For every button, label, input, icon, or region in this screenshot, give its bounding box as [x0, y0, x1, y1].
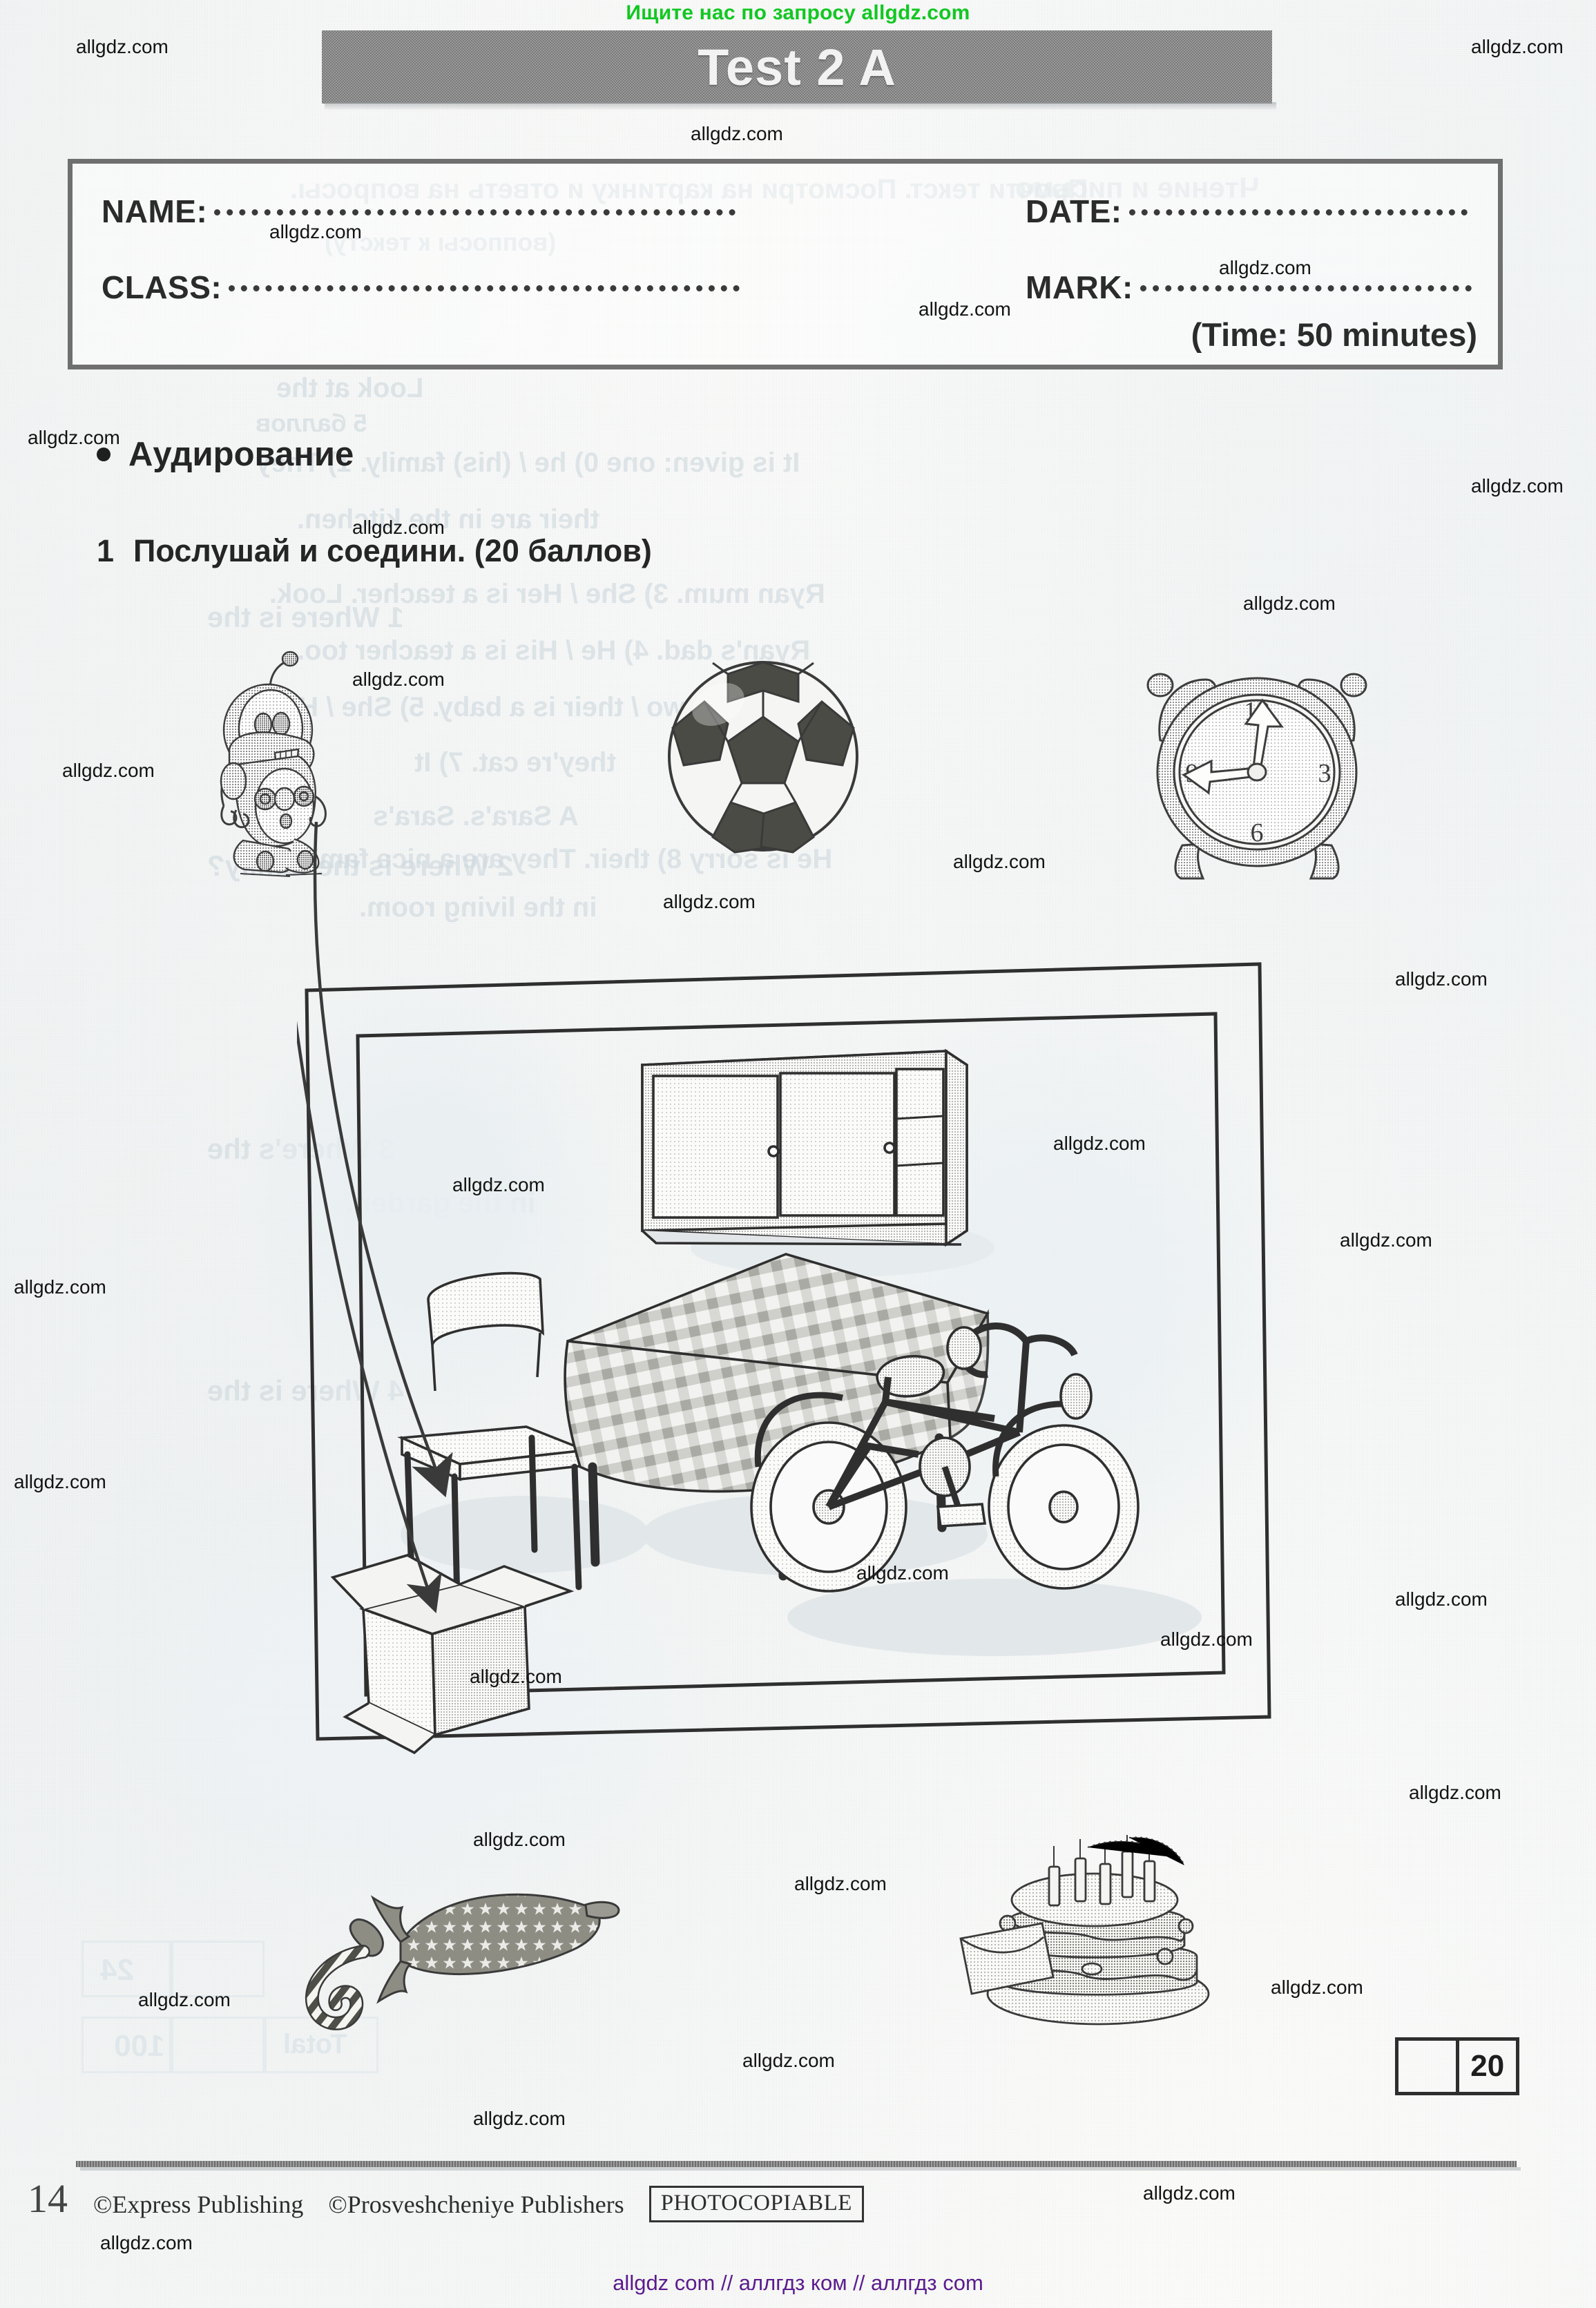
name-row: NAME:	[102, 193, 736, 230]
task-number: 1	[97, 533, 115, 568]
room-scene-illustration	[297, 962, 1271, 1755]
promo-banner: Ищите нас по запросу allgdz.com	[626, 1, 970, 24]
alarm-clock-illustration: 12 3 6 9	[1146, 673, 1367, 880]
name-input[interactable]	[214, 209, 736, 215]
date-input[interactable]	[1128, 209, 1468, 215]
section-heading-listening: Аудирование	[97, 435, 354, 474]
clock-number-6: 6	[1251, 818, 1264, 847]
credit-prosveshcheniye: ©Prosveshcheniye Publishers	[328, 2190, 624, 2218]
mark-label: MARK:	[1026, 269, 1133, 305]
date-label: DATE:	[1026, 193, 1122, 229]
photocopiable-badge: PHOTOCOPIABLE	[648, 2186, 864, 2222]
date-row: DATE:	[1026, 193, 1468, 230]
bullet-icon	[97, 448, 110, 461]
student-info-box: NAME: DATE: CLASS: MARK: (Time: 50 minut…	[68, 159, 1503, 369]
footer-promo-text: allgdz com // аллгдз ком // аллгдз com	[613, 2271, 983, 2295]
name-label: NAME:	[102, 193, 208, 229]
football-illustration	[668, 661, 858, 854]
page-number: 14	[28, 2176, 68, 2221]
kite-illustration	[305, 1893, 620, 2030]
robot-illustration	[220, 651, 327, 877]
score-box[interactable]: 20	[1395, 2037, 1519, 2095]
mark-row: MARK:	[1026, 269, 1472, 306]
class-row: CLASS:	[102, 269, 740, 306]
class-label: CLASS:	[102, 269, 222, 305]
time-limit-note: (Time: 50 minutes)	[1191, 316, 1477, 353]
credit-express-publishing: ©Express Publishing	[93, 2190, 304, 2218]
task-1-heading: 1 Послушай и соедини. (20 баллов)	[97, 533, 652, 569]
page-title: Test 2 A	[698, 38, 896, 96]
mark-input[interactable]	[1140, 285, 1472, 291]
score-max-cell: 20	[1470, 2049, 1505, 2083]
section-heading-label: Аудирование	[128, 436, 354, 473]
footer-divider	[76, 2161, 1521, 2171]
class-input[interactable]	[229, 285, 740, 291]
footer-credits: ©Express Publishing ©Prosveshcheniye Pub…	[93, 2186, 864, 2222]
matching-arrow	[297, 1021, 442, 1614]
birthday-cake-illustration	[959, 1835, 1210, 2026]
test-title-bar: Test 2 A	[322, 30, 1276, 110]
score-input-cell[interactable]	[1398, 2041, 1459, 2092]
matching-arrow-line	[313, 822, 453, 1498]
clock-number-3: 3	[1318, 759, 1331, 788]
task-instruction: Послушай и соедини. (20 баллов)	[133, 533, 652, 568]
